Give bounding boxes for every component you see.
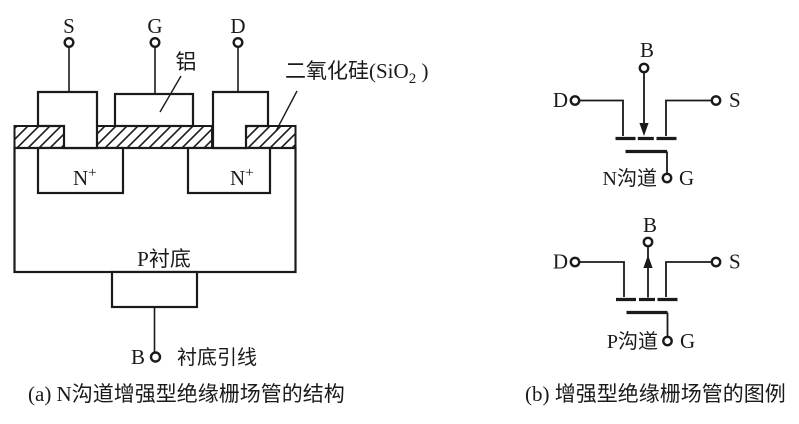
p-source-terminal-dot (710, 256, 722, 268)
source-terminal-label: S (63, 14, 75, 38)
n-plus-label-right: N+ (230, 165, 254, 190)
caption-symbols: (b) 增强型绝缘栅场管的图例 (525, 382, 786, 406)
gate-electrode (113, 92, 195, 128)
p-drain-label: D (553, 250, 568, 274)
n-bulk-terminal-dot (638, 62, 650, 74)
oxide-layer-right (245, 125, 297, 149)
gate-terminal-label: G (147, 14, 162, 38)
drain-electrode (211, 90, 270, 150)
aluminum-label: 铝 (176, 50, 197, 74)
n-channel-symbol: B D S G N沟道 (553, 38, 741, 190)
n-drain-terminal-dot (569, 95, 581, 106)
bulk-terminal-dot (149, 351, 162, 363)
p-drain-wire (579, 261, 625, 297)
n-gate-label: G (679, 166, 694, 190)
p-source-wire (665, 261, 712, 297)
p-channel-type-label: P沟道 (607, 330, 658, 353)
p-gate-label: G (680, 329, 695, 353)
n-drain-wire (579, 99, 624, 136)
silicon-dioxide-leader-line (275, 90, 298, 132)
source-terminal-dot (63, 37, 75, 49)
n-gate-terminal-dot (661, 172, 673, 184)
n-drain-label: D (553, 88, 568, 112)
p-gate-terminal-dot (662, 335, 673, 347)
caption-structure: (a) N沟道增强型绝缘栅场管的结构 (28, 382, 345, 406)
structure-diagram: S G D 铝 二氧化硅(SiO2 ) N+ N+ P衬底 B 衬底引线 (a)… (13, 14, 428, 406)
p-source-label: S (729, 250, 741, 274)
substrate-contact (110, 270, 199, 309)
silicon-dioxide-label: 二氧化硅(SiO2 ) (285, 59, 428, 87)
oxide-layer-left (13, 125, 65, 149)
n-bulk-label: B (640, 38, 654, 62)
drain-terminal-dot (232, 37, 244, 49)
substrate-lead-label: 衬底引线 (177, 346, 257, 369)
n-channel-type-label: N沟道 (603, 167, 657, 190)
n-bulk-arrowhead (639, 123, 649, 136)
n-plus-region-left (36, 146, 125, 195)
n-source-terminal-dot (710, 95, 722, 106)
drain-terminal-label: D (230, 14, 245, 38)
p-bulk-terminal-dot (642, 236, 654, 248)
p-bulk-arrowhead (643, 255, 653, 268)
n-source-wire (665, 99, 712, 136)
gate-terminal-dot (149, 37, 161, 49)
oxide-layer-middle (96, 125, 213, 149)
p-substrate-label: P衬底 (137, 247, 191, 271)
bulk-terminal-label: B (131, 345, 145, 369)
p-drain-terminal-dot (569, 256, 581, 268)
p-channel-symbol: B D S G P沟道 (553, 213, 741, 353)
aluminum-leader-line (159, 75, 182, 113)
source-electrode (36, 90, 99, 150)
n-source-label: S (729, 88, 741, 112)
n-plus-label-left: N+ (73, 165, 97, 190)
p-bulk-label: B (643, 213, 657, 237)
n-plus-region-right (186, 146, 272, 195)
